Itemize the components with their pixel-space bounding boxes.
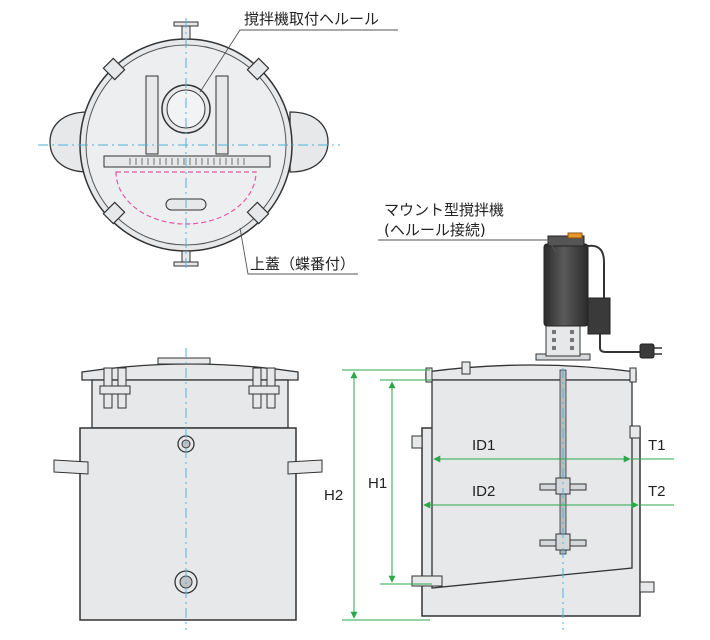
front-view-handle-left: [53, 459, 89, 475]
front-view-handle-right: [287, 459, 323, 475]
section-view: [411, 232, 662, 630]
mixer-motor-icon: [543, 243, 589, 327]
leader-mixer: [378, 239, 557, 253]
section-view-tab-upper-left: [411, 435, 423, 449]
top-view-handle-right: [289, 111, 329, 173]
section-view-lid: [425, 364, 637, 381]
leader-ferrule-mount: [199, 29, 398, 93]
front-view-lid: [81, 363, 299, 381]
top-view-hinge-ticks: [129, 158, 245, 165]
top-view-hinge-bar: [103, 155, 271, 168]
section-view-inner-vessel: [431, 379, 633, 589]
leader-top-lid: [239, 227, 358, 275]
section-view-outlet: [411, 575, 443, 587]
dim-label-h1: H1: [368, 475, 387, 492]
top-view-handle-left: [49, 111, 89, 173]
power-plug-icon: [639, 343, 662, 359]
section-view-clamp-right: [629, 367, 637, 383]
top-view-center-lines: [38, 18, 340, 272]
top-view-bracket-right: [215, 75, 229, 155]
dim-label-id2: ID2: [472, 483, 495, 500]
mixer-motor-indicator: [567, 232, 583, 239]
section-view-tab-upper-right: [629, 425, 641, 439]
front-view-clamps: [99, 367, 280, 409]
label-mixer-line1: マウント型撹拌機: [384, 201, 504, 219]
mixer-coupling: [545, 323, 581, 357]
top-view: [38, 18, 340, 272]
section-view-lid-port: [461, 361, 471, 375]
dimension-lines: [342, 369, 674, 621]
dim-label-id1: ID1: [472, 437, 495, 454]
front-view-top-port: [157, 357, 211, 365]
front-view: [53, 348, 323, 630]
top-view-clamps: [102, 57, 270, 225]
mixer-control-box: [587, 297, 611, 335]
dim-label-h2: H2: [324, 487, 343, 504]
mixer-power-cord: [599, 334, 640, 353]
top-view-gasket: [115, 171, 257, 225]
section-view-tab-lower-right: [639, 581, 655, 593]
section-view-clamp-left: [425, 367, 433, 383]
mixer-motor-cap: [547, 235, 585, 247]
label-top-lid: 上蓋（蝶番付）: [250, 255, 355, 273]
dim-label-t1: T1: [648, 437, 666, 454]
top-view-bracket-left: [145, 75, 159, 155]
label-mixer-line2: (ヘルール接続): [384, 221, 486, 239]
mixer-coupling-bolts: [552, 330, 574, 350]
dim-label-t2: T2: [648, 483, 666, 500]
leader-lines: [199, 29, 557, 275]
label-ferrule-mount: 撹拌機取付ヘルール: [244, 10, 379, 28]
mixer-cable-top: [587, 244, 605, 298]
